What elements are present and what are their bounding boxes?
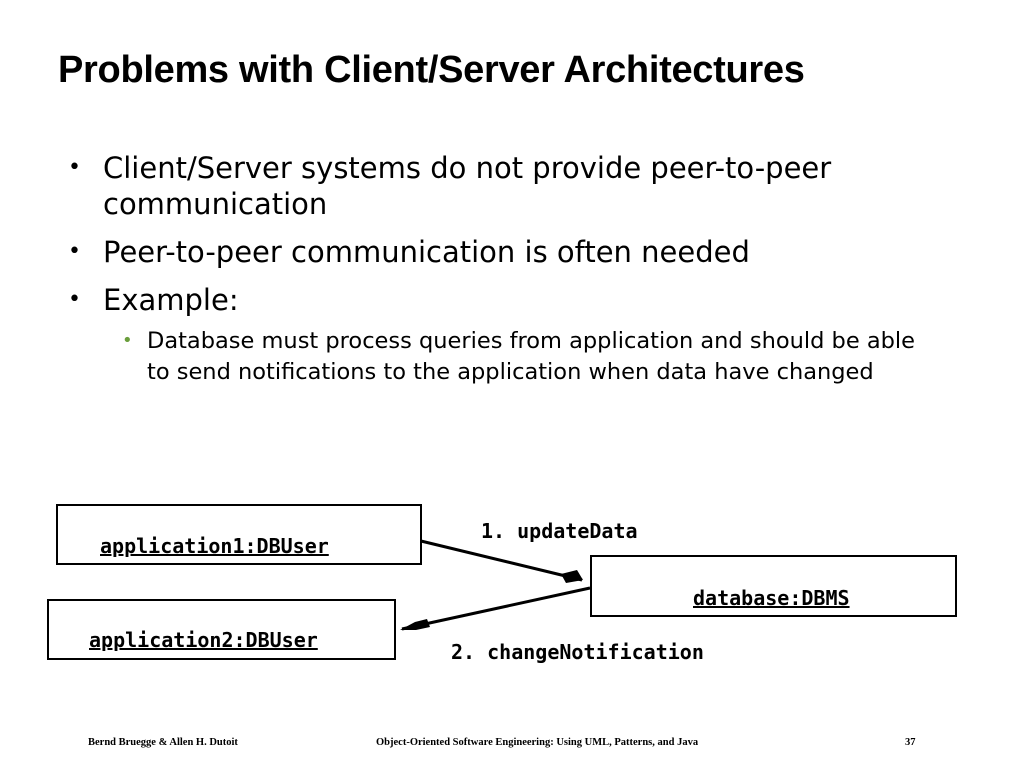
bullet-item: • Example: bbox=[68, 282, 928, 318]
change-notification-arrow-line bbox=[401, 586, 591, 631]
bullet-dot-icon: • bbox=[68, 155, 81, 180]
footer-page-number: 37 bbox=[905, 737, 916, 748]
update-data-message: 1. updateData bbox=[481, 519, 638, 543]
bullet-dot-icon: • bbox=[68, 239, 81, 264]
application2-object: application2:DBUser bbox=[47, 599, 396, 660]
bullet-dot-icon: • bbox=[68, 287, 81, 312]
slide-title: Problems with Client/Server Architecture… bbox=[58, 49, 805, 91]
sub-bullet-dot-icon: • bbox=[122, 330, 133, 351]
sub-bullet-item: • Database must process queries from app… bbox=[68, 326, 928, 388]
application1-label: application1:DBUser bbox=[100, 534, 329, 558]
update-data-arrowhead-icon bbox=[561, 570, 583, 583]
database-object: database:DBMS bbox=[590, 555, 957, 617]
update-data-arrow-line bbox=[391, 532, 583, 582]
bullet-item: • Client/Server systems do not provide p… bbox=[68, 150, 928, 222]
bullet-item: • Peer-to-peer communication is often ne… bbox=[68, 234, 928, 270]
bullet-text: Client/Server systems do not provide pee… bbox=[103, 151, 832, 221]
application2-label: application2:DBUser bbox=[89, 628, 318, 652]
footer-book-title: Object-Oriented Software Engineering: Us… bbox=[376, 737, 699, 748]
sub-bullet-text: Database must process queries from appli… bbox=[147, 328, 915, 385]
footer-authors: Bernd Bruegge & Allen H. Dutoit bbox=[88, 737, 238, 748]
change-notification-message: 2. changeNotification bbox=[451, 640, 704, 664]
change-notification-arrowhead-icon bbox=[400, 619, 430, 630]
bullet-text: Peer-to-peer communication is often need… bbox=[103, 235, 750, 269]
bullet-list: • Client/Server systems do not provide p… bbox=[68, 150, 928, 388]
application1-object: application1:DBUser bbox=[56, 504, 422, 565]
bullet-text: Example: bbox=[103, 283, 239, 317]
database-label: database:DBMS bbox=[693, 586, 850, 610]
